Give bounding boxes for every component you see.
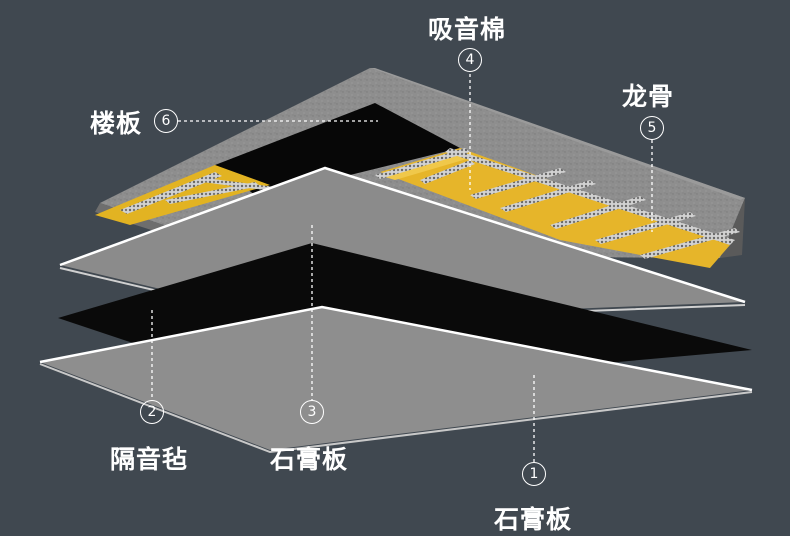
label-absorbing-cotton: 吸音棉 xyxy=(428,15,507,44)
marker-5: 5 xyxy=(640,116,664,140)
marker-1: 1 xyxy=(522,462,546,486)
label-floor-slab: 楼板 xyxy=(90,109,143,138)
label-gypsum-lower: 石膏板 xyxy=(494,505,573,534)
keel-rails xyxy=(120,148,740,259)
label-sound-felt: 隔音毡 xyxy=(110,445,189,474)
marker-3: 3 xyxy=(300,400,324,424)
label-gypsum-upper: 石膏板 xyxy=(270,445,349,474)
marker-2: 2 xyxy=(140,400,164,424)
marker-4: 4 xyxy=(458,48,482,72)
label-keel: 龙骨 xyxy=(622,82,675,111)
leader-lines xyxy=(151,74,653,462)
absorbing-cotton xyxy=(95,148,730,268)
slab-underside xyxy=(215,103,460,195)
gypsum-board-lower xyxy=(39,305,753,454)
marker-6: 6 xyxy=(154,109,178,133)
